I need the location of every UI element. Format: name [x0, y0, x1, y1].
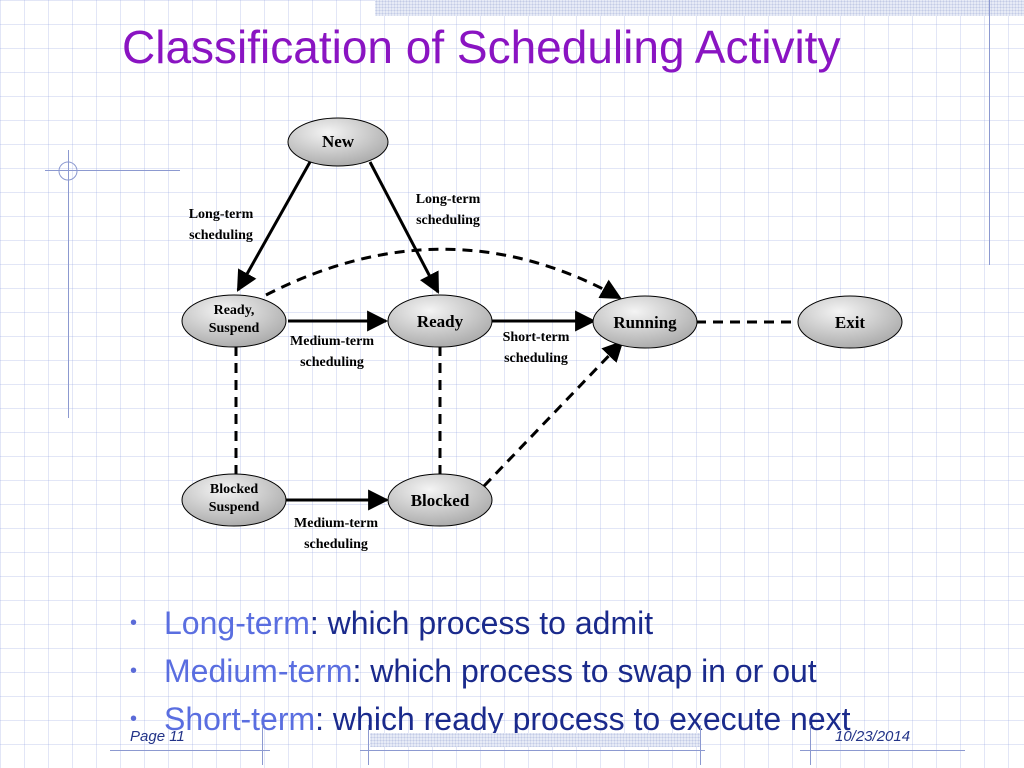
bullet-item: • Medium-term: which process to swap in o…	[130, 648, 851, 696]
label-medium-term-bottom: Medium-term scheduling	[294, 516, 378, 552]
edge-ready-suspend-running-dashed	[265, 247, 622, 300]
header-band	[375, 0, 1024, 16]
node-new-label: New	[322, 132, 355, 151]
deco-line	[700, 725, 701, 765]
node-blocked-suspend-line2: Suspend	[209, 500, 260, 515]
bullet-term: Medium-term	[164, 653, 353, 689]
deco-line	[810, 725, 811, 765]
node-ready-suspend-line2: Suspend	[209, 321, 260, 336]
bullet-desc: : which process to swap in or out	[352, 653, 817, 689]
slide-date: 10/23/2014	[835, 728, 911, 745]
label-medium-term-bottom-line2: scheduling	[304, 537, 368, 552]
bullet-term: Long-term	[164, 605, 310, 641]
label-long-term-left: Long-term scheduling	[189, 207, 254, 243]
node-blocked: Blocked	[387, 473, 493, 527]
label-medium-term-top-line2: scheduling	[300, 355, 364, 370]
node-ready-suspend-line1: Ready,	[214, 303, 255, 318]
label-long-term-right: Long-term scheduling	[416, 192, 481, 228]
bullet-dot-icon: •	[130, 612, 138, 634]
bullet-item: • Long-term: which process to admit	[130, 600, 851, 648]
node-new: New	[287, 117, 389, 167]
edge-new-ready-suspend	[236, 161, 312, 292]
node-blocked-suspend: Blocked Suspend	[181, 473, 287, 527]
slide-title: Classification of Scheduling Activity	[122, 21, 841, 73]
label-long-term-right-line1: Long-term	[416, 192, 481, 207]
deco-line	[68, 150, 69, 418]
deco-line	[360, 750, 705, 751]
deco-line	[110, 750, 270, 751]
node-ready: Ready	[387, 294, 493, 348]
deco-line	[800, 750, 965, 751]
deco-line	[262, 725, 263, 765]
footer-band	[370, 733, 700, 747]
page-number: Page 11	[130, 728, 185, 745]
node-exit: Exit	[797, 295, 903, 349]
deco-line	[45, 170, 180, 171]
bullet-term: Short-term	[164, 701, 316, 737]
bullet-desc: : which ready process to execute next	[315, 701, 851, 737]
label-medium-term-top: Medium-term scheduling	[290, 334, 374, 370]
node-ready-label: Ready	[417, 312, 464, 331]
label-long-term-right-line2: scheduling	[416, 213, 480, 228]
bullet-dot-icon: •	[130, 708, 138, 730]
label-short-term: Short-term scheduling	[503, 330, 570, 366]
label-short-term-line2: scheduling	[504, 351, 568, 366]
bullet-desc: : which process to admit	[309, 605, 654, 641]
node-blocked-label: Blocked	[411, 491, 470, 510]
scheduling-diagram: New Ready, Suspend Ready Running Exit Bl…	[181, 117, 903, 552]
deco-circle	[58, 161, 78, 181]
label-long-term-left-line1: Long-term	[189, 207, 254, 222]
label-short-term-line1: Short-term	[503, 330, 570, 345]
node-running: Running	[592, 295, 698, 349]
deco-line	[368, 725, 369, 765]
node-exit-label: Exit	[835, 313, 866, 332]
label-long-term-left-line2: scheduling	[189, 228, 253, 243]
node-ready-suspend: Ready, Suspend	[181, 294, 287, 348]
bullet-item: • Short-term: which ready process to exec…	[130, 696, 851, 744]
node-running-label: Running	[613, 313, 677, 332]
edge-new-ready	[368, 161, 440, 294]
bullet-dot-icon: •	[130, 660, 138, 682]
node-blocked-suspend-line1: Blocked	[210, 482, 258, 497]
label-medium-term-bottom-line1: Medium-term	[294, 516, 378, 531]
label-medium-term-top-line1: Medium-term	[290, 334, 374, 349]
deco-line	[989, 0, 990, 265]
bullet-list: • Long-term: which process to admit • Medi…	[130, 600, 851, 744]
